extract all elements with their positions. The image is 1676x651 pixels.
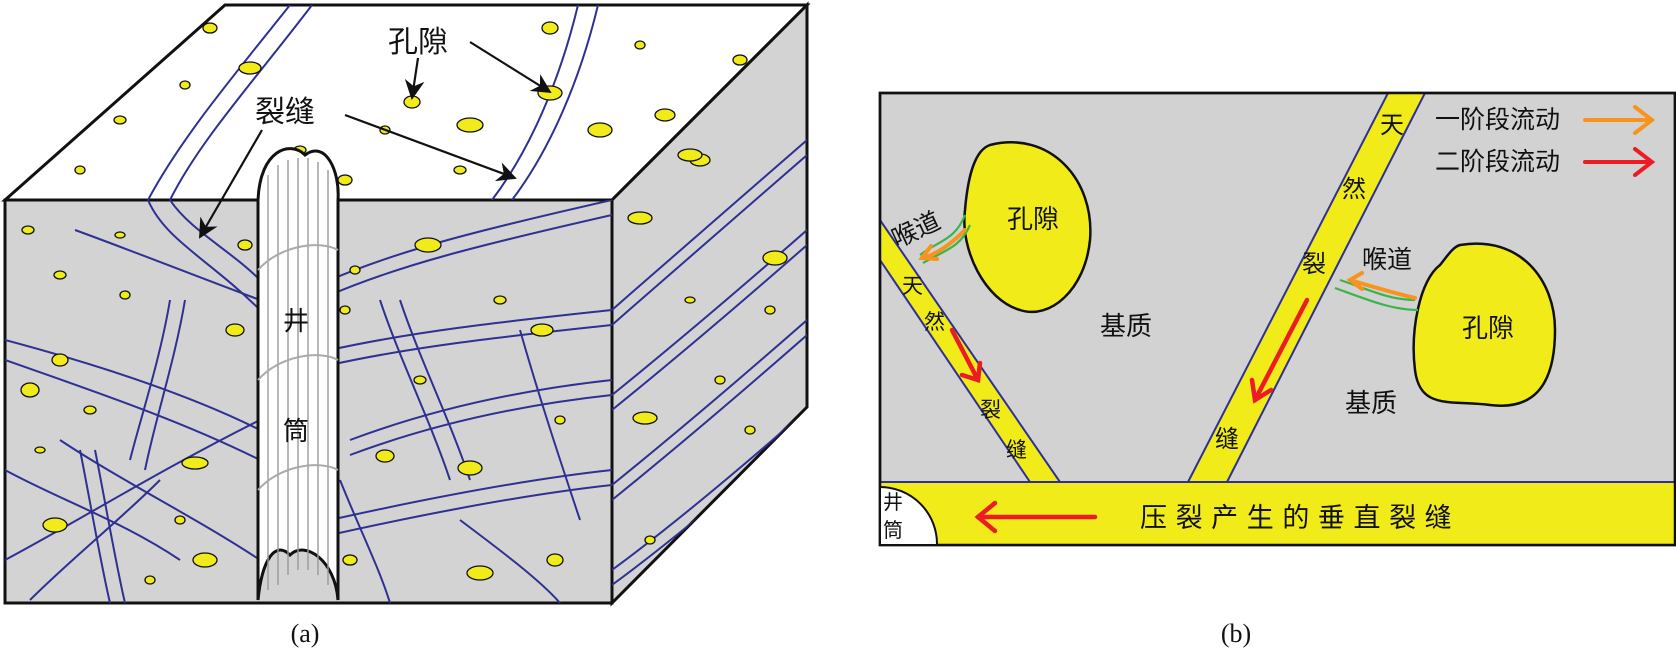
label-pore-left: 孔隙 bbox=[1007, 205, 1059, 235]
panel-a-label-arrows bbox=[199, 41, 552, 239]
nf-left-char-1: 天 bbox=[902, 274, 923, 298]
legend-label-stage2: 二阶段流动 bbox=[1435, 147, 1560, 176]
nf-right-char-4: 缝 bbox=[1215, 425, 1239, 453]
label-natural-fracture-right: 天 然 裂 缝 bbox=[1215, 111, 1404, 453]
wellbore-a bbox=[256, 147, 340, 601]
label-wellbore-a-2: 筒 bbox=[283, 417, 309, 447]
panel-b-diagram: 一阶段流动 二阶段流动 孔隙 孔隙 喉道 喉道 基质 基质 天 然 裂 缝 天 … bbox=[878, 91, 1676, 547]
label-natural-fracture-left: 天 然 裂 缝 bbox=[902, 274, 1027, 462]
label-wellbore-a-1: 井 bbox=[283, 307, 309, 337]
label-matrix-right: 基质 bbox=[1345, 389, 1397, 419]
pore-left bbox=[963, 141, 1092, 314]
legend-arrow-stage1 bbox=[1583, 105, 1656, 135]
label-throat-right: 喉道 bbox=[1362, 245, 1412, 274]
stage1-arrows bbox=[918, 228, 1417, 300]
label-pore-right: 孔隙 bbox=[1462, 314, 1514, 344]
front-fracture-network bbox=[5, 200, 612, 603]
pore-right bbox=[1412, 242, 1557, 407]
label-wellbore-b-1: 井 bbox=[883, 490, 903, 514]
label-wellbore-b-2: 筒 bbox=[883, 518, 903, 542]
nf-left-char-3: 裂 bbox=[980, 398, 1001, 422]
label-pore-a: 孔隙 bbox=[388, 25, 448, 60]
nf-left-char-4: 缝 bbox=[1006, 438, 1027, 462]
panel-a-block: 孔隙 裂缝 井 筒 bbox=[1, 1, 811, 607]
nf-right-char-3: 裂 bbox=[1302, 250, 1326, 278]
nf-right-char-2: 然 bbox=[1342, 175, 1366, 203]
wellbore-b bbox=[879, 485, 939, 546]
nf-right-char-1: 天 bbox=[1380, 111, 1404, 139]
pore-speckles bbox=[20, 21, 788, 585]
legend-arrow-stage2 bbox=[1583, 147, 1656, 177]
nf-left-char-2: 然 bbox=[924, 310, 945, 334]
label-fracture-a: 裂缝 bbox=[255, 95, 315, 130]
label-matrix-left: 基质 bbox=[1100, 312, 1152, 342]
legend: 一阶段流动 二阶段流动 bbox=[1435, 105, 1656, 177]
hydraulic-fracture bbox=[879, 481, 1676, 546]
caption-b: (b) bbox=[1221, 619, 1251, 648]
stage2-arrows bbox=[949, 297, 1310, 534]
caption-a: (a) bbox=[291, 619, 320, 648]
legend-label-stage1: 一阶段流动 bbox=[1435, 105, 1560, 134]
label-hydraulic-fracture: 压 裂 产 生 的 垂 直 裂 缝 bbox=[1140, 503, 1452, 534]
